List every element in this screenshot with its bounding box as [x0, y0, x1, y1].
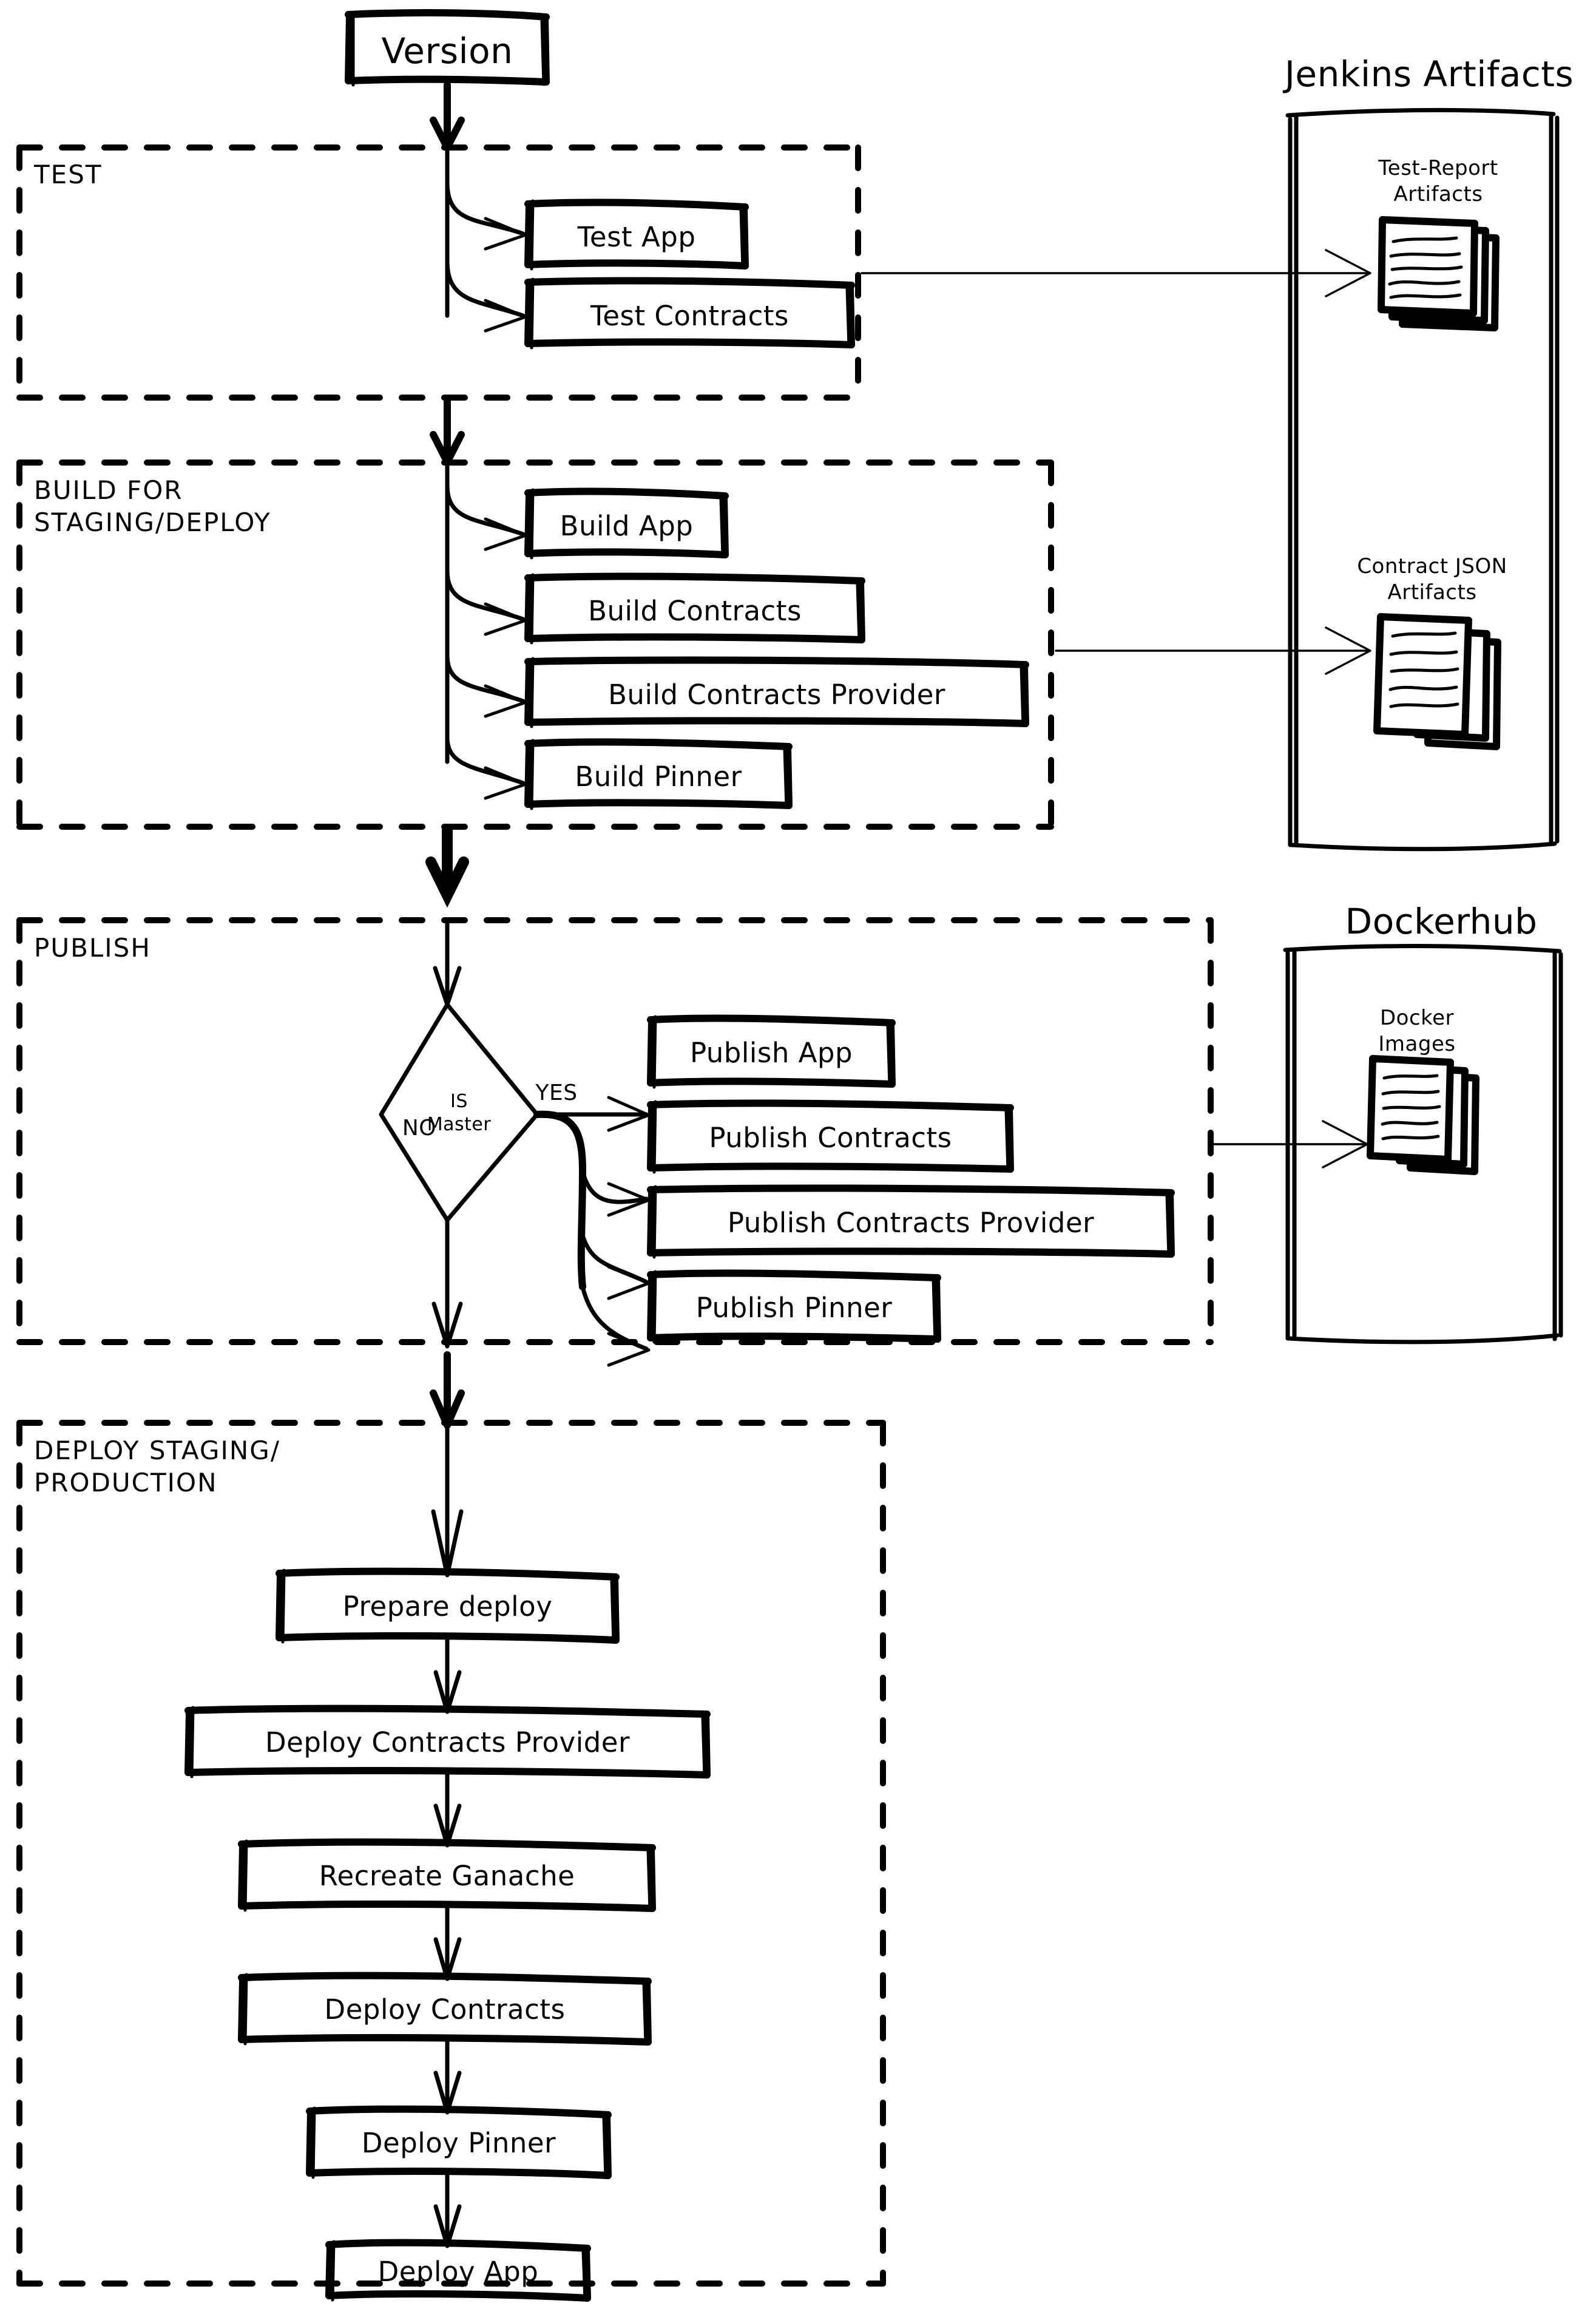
connector-publish-fanout [533, 1096, 651, 1367]
decision-is-master[interactable] [379, 1002, 539, 1223]
store-jenkins-artifacts [1285, 107, 1560, 852]
connector-test-fanout [445, 145, 527, 333]
node-test-app[interactable] [524, 198, 749, 271]
node-label-deploy-app: Deploy App [377, 2256, 539, 2288]
arrow-version-to-test [430, 81, 465, 151]
connector-deploy-chain [431, 1420, 464, 2248]
store-item-label-docker-images: Docker Images [1378, 1006, 1456, 1056]
section-label-build: BUILD FOR STAGING/DEPLOY [34, 475, 271, 537]
node-label-recreate-ganache: Recreate Ganache [319, 1860, 575, 1892]
store-item-label-test-report: Test-Report Artifacts [1378, 156, 1498, 206]
store-title-dockerhub: Dockerhub [1345, 901, 1538, 942]
node-publish-contracts-provider[interactable] [647, 1184, 1175, 1259]
arrow-publish-to-dockerhub [1212, 1120, 1368, 1168]
node-deploy-contracts-provider[interactable] [184, 1704, 711, 1779]
section-frame-test [16, 144, 861, 401]
store-title-jenkins-artifacts: Jenkins Artifacts [1284, 53, 1574, 95]
section-label-deploy: DEPLOY STAGING/ PRODUCTION [34, 1436, 280, 1497]
section-frame-build [16, 460, 1054, 830]
node-prepare-deploy[interactable] [276, 1567, 620, 1644]
node-label-test-app: Test App [577, 221, 696, 253]
connector-build-fanout [445, 460, 527, 800]
arrow-publish-to-deploy [430, 1351, 465, 1429]
node-deploy-contracts[interactable] [238, 1972, 652, 2046]
node-version-box[interactable] [345, 9, 550, 87]
icon-test-report-documents [1378, 216, 1500, 331]
arrow-test-to-jenkins [861, 249, 1371, 297]
node-label-build-app: Build App [560, 510, 694, 542]
node-label-publish-contracts-provider: Publish Contracts Provider [727, 1207, 1095, 1239]
arrow-test-to-build [430, 397, 465, 466]
node-build-app[interactable] [524, 487, 729, 560]
store-item-label-contract-json: Contract JSON Artifacts [1357, 554, 1507, 605]
arrow-build-to-publish [425, 825, 469, 908]
edge-label-no: NO [402, 1116, 437, 1141]
node-label-publish-pinner: Publish Pinner [695, 1292, 893, 1324]
decision-label-line1: IS [450, 1091, 468, 1112]
node-label-deploy-contracts-provider: Deploy Contracts Provider [265, 1726, 630, 1758]
node-label-publish-app: Publish App [689, 1037, 853, 1069]
node-deploy-app[interactable] [325, 2239, 591, 2302]
node-publish-contracts[interactable] [647, 1099, 1014, 1174]
page-title-version: Version [381, 30, 513, 72]
node-label-build-contracts-provider: Build Contracts Provider [608, 679, 945, 711]
node-label-build-contracts: Build Contracts [588, 595, 802, 627]
node-publish-pinner[interactable] [647, 1269, 941, 1344]
section-frame-publish [16, 917, 1214, 1345]
node-test-contracts[interactable] [524, 277, 855, 350]
edge-label-yes: YES [535, 1080, 578, 1105]
node-deploy-pinner[interactable] [306, 2105, 612, 2179]
node-publish-app[interactable] [647, 1014, 896, 1089]
section-label-test: TEST [34, 160, 103, 189]
node-label-deploy-pinner: Deploy Pinner [361, 2127, 556, 2159]
node-build-contracts-provider[interactable] [524, 656, 1029, 728]
connector-no-branch [431, 1218, 463, 1349]
node-build-pinner[interactable] [524, 738, 793, 810]
icon-docker-images-documents [1367, 1055, 1479, 1175]
arrow-build-to-contracts-artifacts [1055, 626, 1371, 675]
node-recreate-ganache[interactable] [238, 1838, 656, 1912]
node-label-prepare-deploy: Prepare deploy [342, 1590, 553, 1623]
icon-contract-json-documents [1373, 613, 1501, 750]
section-label-publish: PUBLISH [34, 933, 151, 963]
node-label-publish-contracts: Publish Contracts [709, 1122, 952, 1154]
node-label-build-pinner: Build Pinner [575, 761, 742, 793]
node-build-contracts[interactable] [524, 572, 865, 645]
arrow-into-decision [433, 918, 462, 1007]
node-label-deploy-contracts: Deploy Contracts [324, 1993, 566, 2026]
decision-label-line2: Master [427, 1114, 492, 1135]
node-label-test-contracts: Test Contracts [590, 300, 789, 332]
